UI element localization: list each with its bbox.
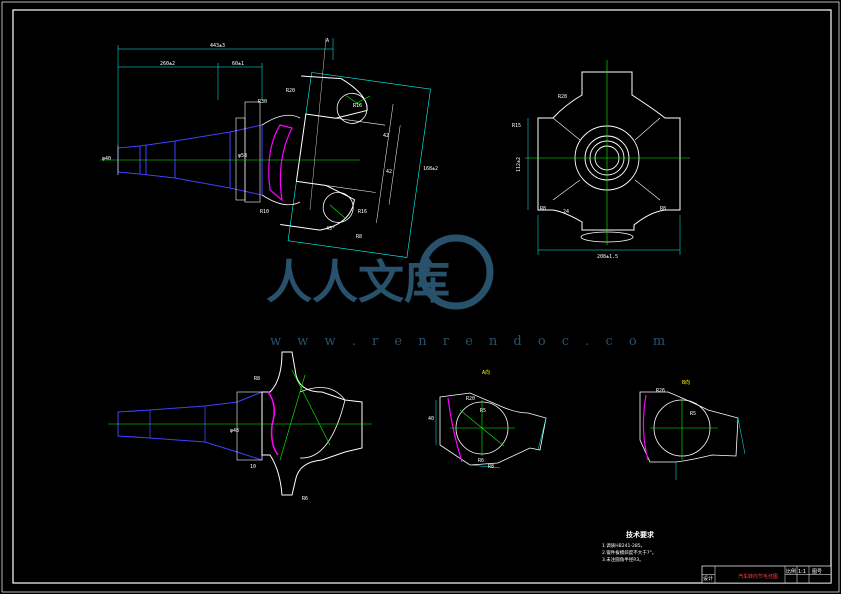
svg-text:R16: R16 xyxy=(353,103,362,109)
section-a-label: A向 xyxy=(482,369,490,376)
svg-text:60±1: 60±1 xyxy=(232,61,244,67)
svg-text:24: 24 xyxy=(563,209,569,215)
svg-text:260±2: 260±2 xyxy=(160,61,175,67)
watermark-brand: 人人文库 xyxy=(266,255,450,309)
svg-text:R26: R26 xyxy=(656,388,665,394)
top-dimensions xyxy=(117,38,334,145)
svg-text:112±2: 112±2 xyxy=(516,157,522,172)
svg-text:φ48: φ48 xyxy=(230,428,239,434)
svg-text:R8: R8 xyxy=(488,464,494,470)
main-centerlines xyxy=(100,94,371,219)
tech-req-item-3: 3.未注圆角半径R3。 xyxy=(602,556,644,563)
svg-text:R16: R16 xyxy=(358,209,367,215)
svg-text:R28: R28 xyxy=(558,94,567,100)
section-hatch xyxy=(268,124,293,202)
svg-text:R6: R6 xyxy=(302,496,308,502)
inner-frame xyxy=(12,9,832,584)
svg-text:R5: R5 xyxy=(480,408,486,414)
svg-text:R20: R20 xyxy=(286,88,295,94)
tech-req-item-1: 1.调质HB241-285。 xyxy=(602,542,645,549)
tech-req-title: 技术要求 xyxy=(626,530,655,539)
svg-text:A: A xyxy=(326,38,329,44)
svg-text:R5: R5 xyxy=(690,411,696,417)
svg-text:R30: R30 xyxy=(258,99,267,105)
svg-text:42: 42 xyxy=(383,133,389,139)
svg-text:168±2: 168±2 xyxy=(423,166,438,172)
svg-text:40: 40 xyxy=(428,416,434,422)
svg-text:R8: R8 xyxy=(540,206,546,212)
svg-text:443±3: 443±3 xyxy=(210,43,225,49)
title-block-cell-number: 图号 xyxy=(812,569,822,575)
technical-requirements: 技术要求 1.调质HB241-285。 2.锻件拔模斜度不大于7°。 3.未注圆… xyxy=(602,530,656,563)
knuckle-body xyxy=(280,72,431,258)
svg-text:φ40: φ40 xyxy=(102,156,111,162)
title-block-cell-scale: 比例 xyxy=(786,568,796,575)
title-block-designer: 设计 xyxy=(703,575,713,582)
svg-text:R8: R8 xyxy=(356,234,362,240)
watermark: 人人文库 w w w . r e n r e n d o c . c o m xyxy=(266,234,671,349)
main-view: 443±3 260±2 60±1 A φ40 φ58 xyxy=(100,37,438,258)
title-block: 设计 汽车转向节毛坯图 比例 1:1 图号 xyxy=(701,565,832,584)
svg-text:R15: R15 xyxy=(512,123,521,129)
svg-text:R10: R10 xyxy=(260,209,269,215)
section-view: R8 φ48 10 R6 xyxy=(108,351,372,502)
svg-text:45°: 45° xyxy=(326,226,335,232)
svg-text:42: 42 xyxy=(386,169,392,175)
section-b-label: B向 xyxy=(682,379,690,386)
tech-req-item-2: 2.锻件拔模斜度不大于7°。 xyxy=(602,549,656,556)
title-block-cell-ratio: 1:1 xyxy=(798,569,806,575)
end-view: 208±1.5 112±2 R28 R15 R8 R8 24 xyxy=(512,60,690,260)
svg-text:10: 10 xyxy=(250,464,256,470)
svg-text:R8: R8 xyxy=(660,206,666,212)
svg-text:R8: R8 xyxy=(254,376,260,382)
title-block-drawing-name: 汽车转向节毛坯图 xyxy=(738,573,778,580)
svg-text:R6: R6 xyxy=(478,458,484,464)
svg-text:208±1.5: 208±1.5 xyxy=(597,254,618,260)
section-a-view: A向 R20 R5 R8 R6 40 xyxy=(428,369,547,470)
svg-text:R20: R20 xyxy=(466,396,475,402)
svg-text:φ58: φ58 xyxy=(238,153,247,159)
watermark-url: w w w . r e n r e n d o c . c o m xyxy=(270,334,671,349)
watermark-logo-ring xyxy=(418,234,494,310)
section-b-view: B向 R26 R5 xyxy=(639,379,746,480)
